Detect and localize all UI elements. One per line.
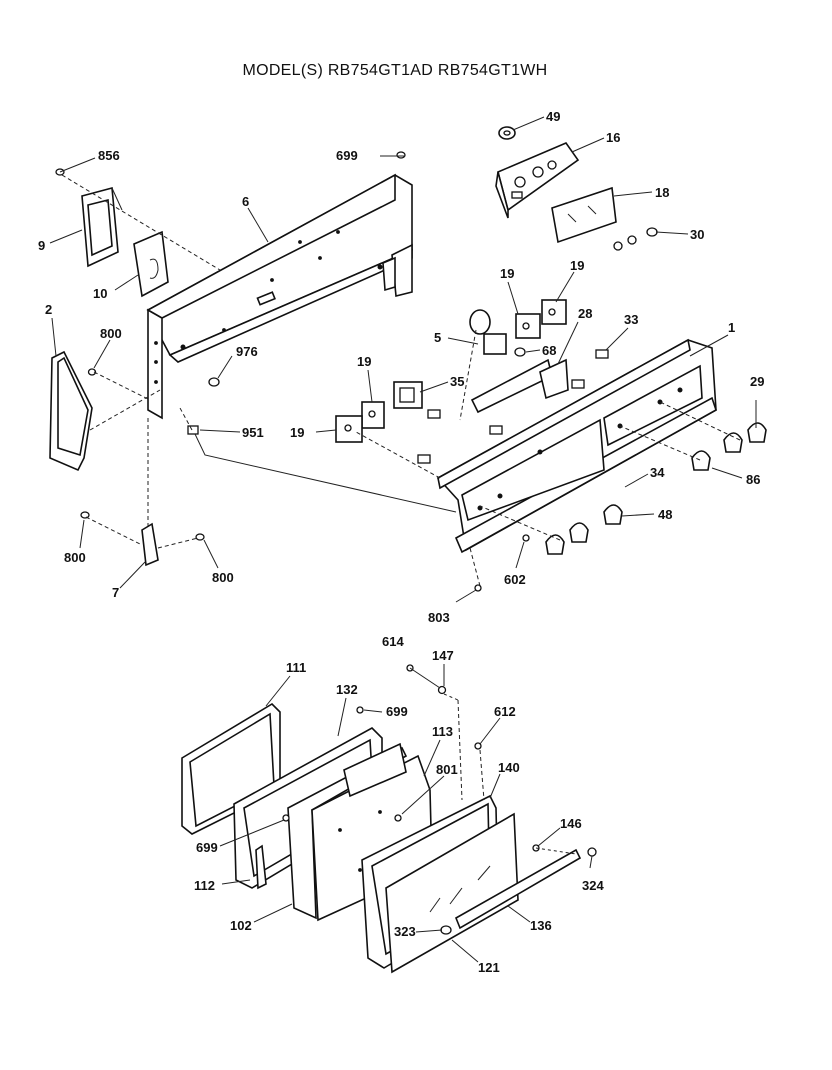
handle-136 xyxy=(454,848,582,930)
label-112: 112 xyxy=(194,878,215,893)
label-612: 612 xyxy=(494,704,516,719)
label-2: 2 xyxy=(45,302,52,317)
end-bracket-left xyxy=(81,186,123,268)
screw-612 xyxy=(474,742,482,750)
overlay-18 xyxy=(551,186,617,244)
diagram-title: MODEL(S) RB754GT1AD RB754GT1WH xyxy=(242,62,548,79)
knob-29 xyxy=(747,422,767,443)
label-121: 121 xyxy=(478,960,500,975)
label-699-b: 699 xyxy=(386,704,408,719)
label-800-b: 800 xyxy=(64,550,86,565)
leader-lines-upper-right xyxy=(315,116,757,603)
label-18: 18 xyxy=(655,185,669,200)
label-324: 324 xyxy=(582,878,604,893)
label-136: 136 xyxy=(530,918,552,933)
label-800-c: 800 xyxy=(212,570,234,585)
screw-699-top xyxy=(396,151,406,159)
knob-86-a xyxy=(723,432,743,453)
label-951: 951 xyxy=(242,425,264,440)
leader-lines-lower xyxy=(219,664,593,963)
control-board-16 xyxy=(495,142,580,219)
part-labels: 49 16 18 30 856 699 6 9 10 19 19 2 800 9… xyxy=(38,109,764,975)
bracket-7 xyxy=(141,522,159,567)
label-323: 323 xyxy=(394,924,416,939)
label-102: 102 xyxy=(230,918,252,933)
label-140: 140 xyxy=(498,760,520,775)
motor-5 xyxy=(469,309,507,355)
label-111: 111 xyxy=(286,660,306,675)
clip-951 xyxy=(187,425,199,435)
label-49: 49 xyxy=(546,109,560,124)
label-147: 147 xyxy=(432,648,454,663)
label-146: 146 xyxy=(560,816,582,831)
ring-49 xyxy=(498,126,516,140)
label-19-d: 19 xyxy=(290,425,304,440)
knob-48-c xyxy=(545,534,565,555)
screw-699-c xyxy=(282,814,290,822)
clip-33 xyxy=(595,349,609,359)
label-30: 30 xyxy=(690,227,704,242)
label-9: 9 xyxy=(38,238,45,253)
bracket-28 xyxy=(470,358,569,414)
label-132: 132 xyxy=(336,682,358,697)
end-cap-323 xyxy=(440,925,452,935)
label-6: 6 xyxy=(242,194,249,209)
label-602: 602 xyxy=(504,572,526,587)
label-16: 16 xyxy=(606,130,620,145)
door-glass-121 xyxy=(385,812,519,974)
label-48: 48 xyxy=(658,507,672,522)
label-614: 614 xyxy=(382,634,404,649)
label-10: 10 xyxy=(93,286,107,301)
label-28: 28 xyxy=(578,306,592,321)
screw-800-b xyxy=(80,511,90,519)
screw-147 xyxy=(437,685,447,695)
label-5: 5 xyxy=(434,330,441,345)
end-cap-324 xyxy=(587,847,597,857)
buttons-30 xyxy=(613,227,658,251)
switch-35 xyxy=(393,381,423,409)
label-29: 29 xyxy=(750,374,764,389)
knob-48 xyxy=(603,504,623,525)
label-113: 113 xyxy=(432,724,453,739)
label-7: 7 xyxy=(112,585,119,600)
clip-68 xyxy=(514,347,526,357)
screw-602 xyxy=(522,534,530,542)
nut-976 xyxy=(208,377,220,387)
label-699-c: 699 xyxy=(196,840,218,855)
bracket-10 xyxy=(133,230,169,298)
switch-19-d xyxy=(335,415,363,443)
screw-803 xyxy=(474,584,482,592)
label-35: 35 xyxy=(450,374,464,389)
label-976: 976 xyxy=(236,344,258,359)
screw-800-a xyxy=(87,368,97,376)
label-1: 1 xyxy=(728,320,735,335)
label-19-a: 19 xyxy=(500,266,514,281)
label-801: 801 xyxy=(436,762,458,777)
label-86: 86 xyxy=(746,472,760,487)
label-800-a: 800 xyxy=(100,326,122,341)
label-856: 856 xyxy=(98,148,120,163)
label-803: 803 xyxy=(428,610,450,625)
screw-801 xyxy=(394,814,402,822)
knob-86-b xyxy=(691,450,711,471)
small-clips xyxy=(417,379,585,464)
label-33: 33 xyxy=(624,312,638,327)
switch-19-c xyxy=(361,401,385,429)
label-699-top: 699 xyxy=(336,148,358,163)
switch-19-b xyxy=(541,299,567,325)
screw-699-b xyxy=(356,706,364,714)
switch-19-a xyxy=(515,313,541,339)
label-68: 68 xyxy=(542,343,556,358)
knob-48-b xyxy=(569,522,589,543)
screw-800-c xyxy=(195,533,205,541)
backguard-panel xyxy=(146,173,413,420)
side-trim-2 xyxy=(49,350,93,472)
leader-lines-upper-left xyxy=(49,155,457,589)
control-panel-1 xyxy=(436,338,717,554)
label-19-b: 19 xyxy=(570,258,584,273)
label-19-c: 19 xyxy=(357,354,371,369)
label-34: 34 xyxy=(650,465,665,480)
